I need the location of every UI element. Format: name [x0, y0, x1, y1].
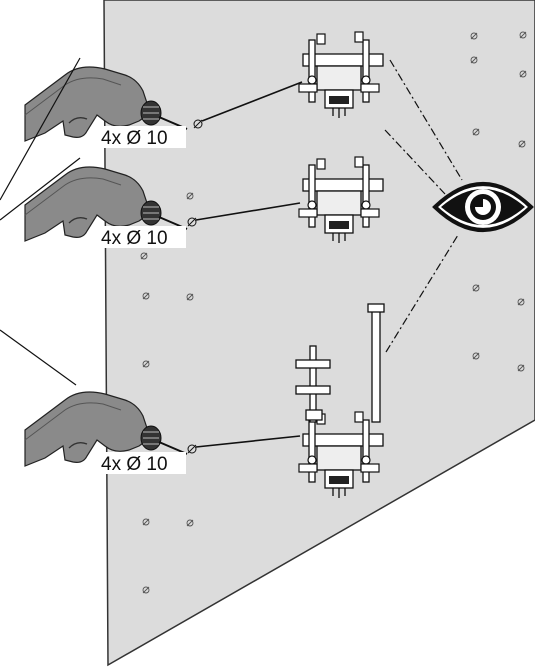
drill-label-1: 4x Ø 10 — [101, 128, 168, 149]
drill-labels: 4x Ø 10 4x Ø 10 4x Ø 10 — [100, 126, 186, 475]
drill-hole-marker-icon — [142, 586, 150, 594]
eye-icon — [432, 182, 534, 232]
drill-leader-lines — [0, 57, 81, 386]
drill-hole-marker-icon — [142, 292, 150, 300]
drill-hole-marker-icon — [186, 192, 194, 200]
drill-hole-marker-icon — [470, 32, 478, 40]
lower-bracket-extension — [295, 303, 385, 423]
drill-target-holes — [187, 119, 203, 454]
hole-to-bracket-lines — [195, 81, 303, 448]
wall-hole-markers — [140, 31, 527, 594]
drill-label-3: 4x Ø 10 — [101, 454, 168, 475]
drill-hole-marker-icon — [186, 293, 194, 301]
drill-hole-marker-icon — [517, 298, 525, 306]
drill-hole-marker-icon — [193, 119, 203, 129]
drill-hole-marker-icon — [142, 518, 150, 526]
drill-hole-marker-icon — [519, 70, 527, 78]
drill-hole-marker-icon — [519, 31, 527, 39]
drill-hole-marker-icon — [517, 364, 525, 372]
drill-hole-marker-icon — [142, 360, 150, 368]
wall-panel — [103, 0, 535, 667]
drill-hole-marker-icon — [470, 56, 478, 64]
drill-hole-marker-icon — [472, 284, 480, 292]
drill-hole-marker-icon — [186, 519, 194, 527]
drill-hole-marker-icon — [518, 140, 526, 148]
drill-hole-marker-icon — [472, 128, 480, 136]
inspection-lines — [384, 59, 463, 353]
drill-label-2: 4x Ø 10 — [101, 228, 168, 249]
drill-hole-marker-icon — [472, 352, 480, 360]
drill-hole-marker-icon — [187, 444, 197, 454]
drill-hole-marker-icon — [140, 252, 148, 260]
drill-hole-marker-icon — [187, 217, 197, 227]
